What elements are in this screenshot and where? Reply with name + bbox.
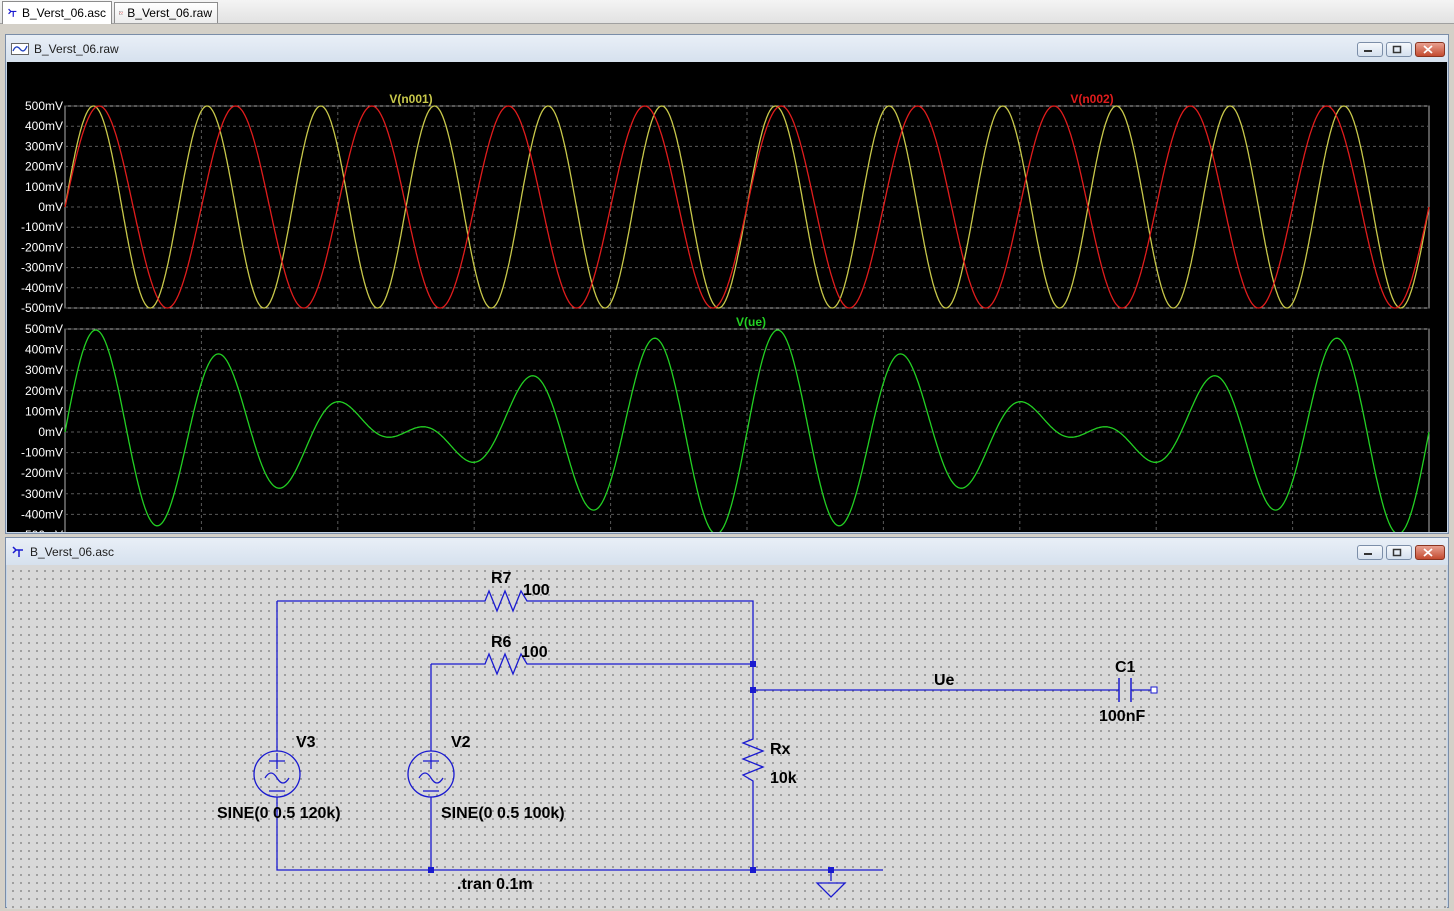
voltage-source-v2-icon[interactable] xyxy=(407,750,455,798)
y-tick-label: -200mV xyxy=(21,240,63,254)
junction-dot xyxy=(750,687,756,693)
resistor-r7-icon[interactable] xyxy=(479,589,535,613)
resistor-rx-icon[interactable] xyxy=(741,733,765,789)
y-tick-label: 0mV xyxy=(38,425,63,439)
c1-open-terminal[interactable] xyxy=(1150,686,1158,694)
y-tick-label: -100mV xyxy=(21,446,63,460)
tab-waveform-label: B_Verst_06.raw xyxy=(127,6,212,20)
pane-top-y-ticks: 500mV 400mV 300mV 200mV 100mV 0mV -100mV -200mV… xyxy=(21,99,63,315)
minimize-icon xyxy=(1363,552,1372,555)
close-button[interactable] xyxy=(1415,545,1445,560)
rx-value[interactable]: 10k xyxy=(770,770,797,787)
waveform-plot-area[interactable]: 500mV 400mV 300mV 200mV 100mV 0mV -100mV -200mV… xyxy=(7,62,1447,552)
close-icon xyxy=(1422,45,1433,54)
y-tick-label: 200mV xyxy=(25,384,63,398)
y-tick-label: 500mV xyxy=(25,322,63,336)
junction-dot xyxy=(428,867,434,873)
junction-dot xyxy=(750,661,756,667)
tab-waveform[interactable]: B_Verst_06.raw xyxy=(114,2,218,23)
ground-icon[interactable] xyxy=(815,882,847,898)
y-tick-label: 400mV xyxy=(25,343,63,357)
v2-name[interactable]: V2 xyxy=(451,734,471,751)
waveform-window-titlebar[interactable]: B_Verst_06.raw xyxy=(6,35,1448,62)
y-tick-label: -400mV xyxy=(21,507,63,521)
junctions xyxy=(428,661,834,873)
close-icon xyxy=(1422,548,1433,557)
waveform-icon xyxy=(11,42,29,55)
y-tick-label: 200mV xyxy=(25,160,63,174)
schematic-canvas[interactable]: R7 100 R6 100 Rx 10k C1 100nF xyxy=(7,565,1447,909)
waveform-window: B_Verst_06.raw 500mV 400mV 300mV 200mV 100mV… xyxy=(5,34,1449,552)
c1-name[interactable]: C1 xyxy=(1115,659,1136,676)
schematic-window-title: B_Verst_06.asc xyxy=(30,544,115,559)
tab-schematic-label: B_Verst_06.asc xyxy=(21,6,106,20)
resistor-r6-icon[interactable] xyxy=(479,652,535,676)
y-tick-label: -300mV xyxy=(21,487,63,501)
r7-value[interactable]: 100 xyxy=(523,582,550,599)
trace-v-n002[interactable] xyxy=(64,105,1430,309)
r7-name[interactable]: R7 xyxy=(491,570,512,587)
wires xyxy=(276,600,1153,881)
capacitor-c1-icon[interactable] xyxy=(1118,678,1132,702)
minimize-button[interactable] xyxy=(1357,545,1383,560)
document-tab-strip: B_Verst_06.asc B_Verst_06.raw xyxy=(0,0,1454,24)
y-tick-label: -100mV xyxy=(21,220,63,234)
y-tick-label: 300mV xyxy=(25,139,63,153)
close-button[interactable] xyxy=(1415,42,1445,57)
y-tick-label: -200mV xyxy=(21,466,63,480)
schematic-window: B_Verst_06.asc xyxy=(5,537,1449,909)
trace-v-ue[interactable] xyxy=(64,329,1430,535)
trace-label-v-ue[interactable]: V(ue) xyxy=(736,315,766,329)
r6-name[interactable]: R6 xyxy=(491,634,512,651)
v3-name[interactable]: V3 xyxy=(296,734,316,751)
y-tick-label: 300mV xyxy=(25,363,63,377)
y-tick-label: -400mV xyxy=(21,281,63,295)
schematic-icon xyxy=(8,8,17,17)
wire[interactable] xyxy=(535,600,754,733)
y-tick-label: 0mV xyxy=(38,200,63,214)
minimize-button[interactable] xyxy=(1357,42,1383,57)
restore-button[interactable] xyxy=(1386,545,1412,560)
y-tick-label: -500mV xyxy=(21,528,63,532)
waveform-icon xyxy=(119,11,124,15)
y-tick-label: 100mV xyxy=(25,404,63,418)
y-tick-label: -300mV xyxy=(21,261,63,275)
wire[interactable] xyxy=(276,797,753,871)
schematic-window-titlebar[interactable]: B_Verst_06.asc xyxy=(6,538,1448,565)
pane-bottom-y-ticks: 500mV 400mV 300mV 200mV 100mV 0mV -100mV -200mV… xyxy=(21,322,63,542)
v2-value[interactable]: SINE(0 0.5 100k) xyxy=(441,805,565,822)
pane-bottom: 500mV 400mV 300mV 200mV 100mV 0mV -100mV -200mV… xyxy=(21,315,1442,552)
restore-button[interactable] xyxy=(1386,42,1412,57)
y-tick-label: 400mV xyxy=(25,119,63,133)
v3-value[interactable]: SINE(0 0.5 120k) xyxy=(217,805,341,822)
waveform-plot[interactable]: 500mV 400mV 300mV 200mV 100mV 0mV -100mV -200mV… xyxy=(7,62,1447,552)
pane-top: 500mV 400mV 300mV 200mV 100mV 0mV -100mV -200mV… xyxy=(21,92,1430,315)
c1-value[interactable]: 100nF xyxy=(1099,708,1145,725)
minimize-icon xyxy=(1363,49,1372,52)
y-tick-label: 100mV xyxy=(25,180,63,194)
tab-schematic[interactable]: B_Verst_06.asc xyxy=(2,1,112,24)
r6-value[interactable]: 100 xyxy=(521,644,548,661)
restore-icon xyxy=(1392,548,1401,557)
schematic-icon xyxy=(12,545,23,557)
net-label-ue[interactable]: Ue xyxy=(934,672,955,689)
y-tick-label: 500mV xyxy=(25,99,63,113)
waveform-window-title: B_Verst_06.raw xyxy=(34,41,119,56)
junction-dot xyxy=(750,867,756,873)
trace-label-v-n002[interactable]: V(n002) xyxy=(1070,92,1113,106)
rx-name[interactable]: Rx xyxy=(770,741,791,758)
y-tick-label: -500mV xyxy=(21,301,63,315)
schematic-drawing[interactable]: R7 100 R6 100 Rx 10k C1 100nF xyxy=(7,565,1447,909)
voltage-source-v3-icon[interactable] xyxy=(253,750,301,798)
restore-icon xyxy=(1392,45,1401,54)
junction-dot xyxy=(828,867,834,873)
trace-label-v-n001[interactable]: V(n001) xyxy=(389,92,432,106)
tran-directive[interactable]: .tran 0.1m xyxy=(457,876,533,893)
